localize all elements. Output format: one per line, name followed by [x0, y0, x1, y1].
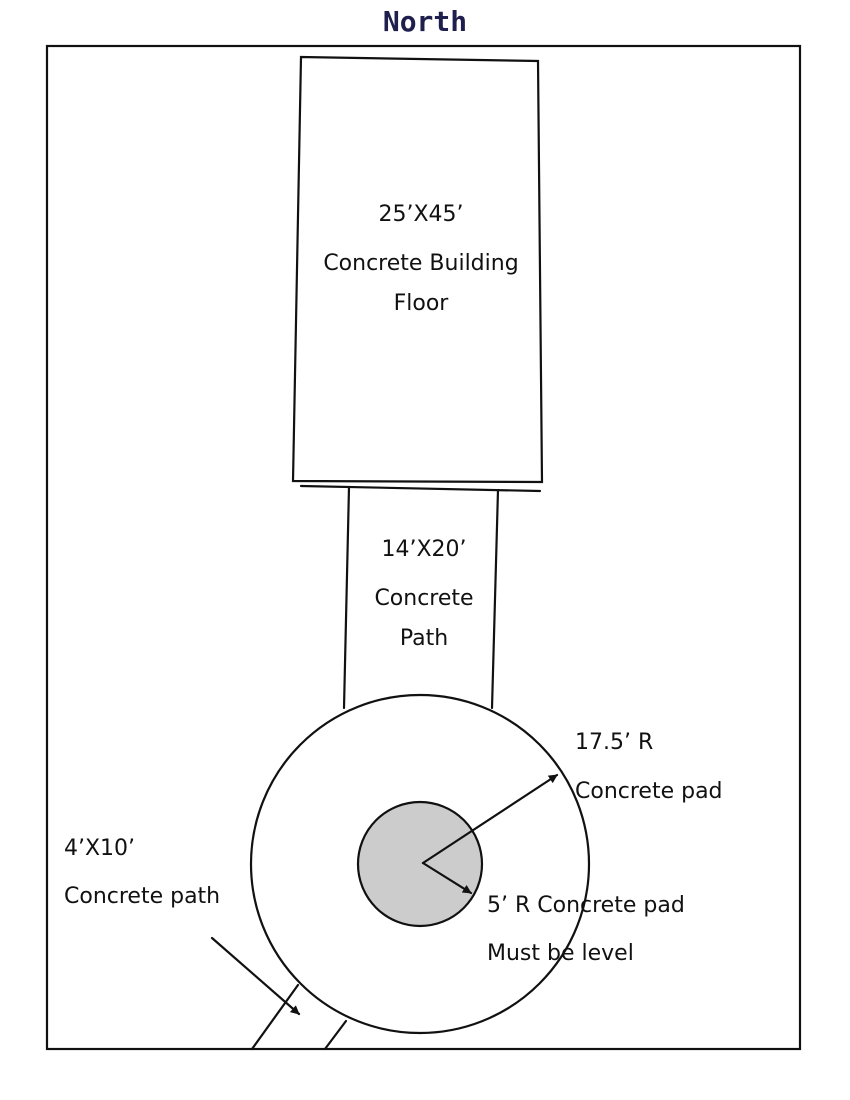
inner-level-pad [356, 800, 484, 928]
outer-pad-radius-label: 17.5’ R [575, 730, 653, 755]
building-dimension-label: 25’X45’ [378, 202, 463, 227]
inner-pad-radius-label: 5’ R Concrete pad [487, 893, 685, 918]
building-floor-outline [291, 55, 544, 484]
outer-radius-arrow [421, 773, 559, 865]
main-path-left-edge [342, 485, 351, 710]
building-name-label: Concrete Building [323, 251, 518, 276]
main-path-dimension-label: 14’X20’ [381, 537, 466, 562]
side-path-name-label: Concrete path [64, 884, 220, 909]
lot-boundary [45, 44, 802, 1051]
inner-radius-arrow [421, 861, 473, 895]
inner-pad-level-label: Must be level [487, 941, 634, 966]
main-path-name-label: Path [400, 626, 448, 651]
main-path-material-label: Concrete [374, 586, 473, 611]
north-title: North [383, 5, 467, 38]
side-path-right-edge [323, 1019, 348, 1051]
main-path-right-edge [490, 488, 500, 710]
outer-pad-name-label: Concrete pad [575, 779, 723, 804]
side-path-dimension-label: 4’X10’ [64, 836, 135, 861]
side-path-pointer-arrow [210, 936, 301, 1016]
side-path-left-edge [250, 983, 300, 1051]
building-path-divider [299, 484, 542, 493]
building-floor-label: Floor [394, 291, 450, 316]
